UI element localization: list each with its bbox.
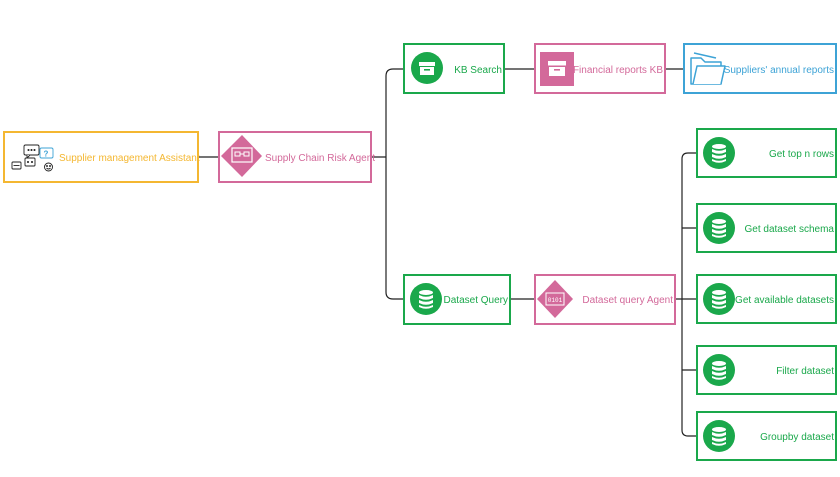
database-icon	[703, 420, 735, 452]
node-label: Get dataset schema	[745, 224, 835, 235]
node-label: Get available datasets	[735, 295, 834, 306]
connectors	[198, 68, 697, 437]
node-label: Dataset query Agent	[582, 295, 673, 306]
svg-text:?: ?	[44, 150, 49, 159]
node-kb-search[interactable]: KB Search	[403, 43, 505, 94]
chat-group-icon: ?	[11, 144, 54, 172]
node-dataset-query[interactable]: Dataset Query	[403, 274, 511, 325]
node-label: Get top n rows	[769, 149, 834, 160]
archive-box-icon	[411, 52, 443, 84]
database-icon	[410, 283, 442, 315]
node-filter-dataset[interactable]: Filter dataset	[696, 345, 837, 395]
node-label: Dataset Query	[444, 295, 508, 306]
database-icon	[703, 354, 735, 386]
database-icon	[703, 212, 735, 244]
node-label: KB Search	[454, 65, 502, 76]
node-get-top-n-rows[interactable]: Get top n rows	[696, 128, 837, 178]
svg-text:0101: 0101	[548, 297, 563, 304]
database-icon	[703, 283, 735, 315]
node-label: Supply Chain Risk Agent	[265, 153, 375, 164]
node-get-available-datasets[interactable]: Get available datasets	[696, 274, 837, 324]
database-icon	[703, 137, 735, 169]
node-supply-chain-risk-agent[interactable]: Supply Chain Risk Agent	[218, 131, 375, 183]
node-groupby-dataset[interactable]: Groupby dataset	[696, 411, 837, 461]
connector-supply-agent-branch	[371, 68, 404, 300]
node-label: Groupby dataset	[760, 432, 834, 443]
node-label: Supplier management Assistant	[59, 153, 200, 164]
archive-box-icon	[540, 52, 574, 86]
node-supplier-management-assistant[interactable]: ? Supplier management Assistant	[3, 131, 200, 183]
node-dataset-query-agent[interactable]: 0101 Dataset query Agent	[534, 274, 676, 325]
node-get-dataset-schema[interactable]: Get dataset schema	[696, 203, 837, 253]
node-label: Filter dataset	[776, 366, 834, 377]
node-label: Financial reports KB	[573, 65, 663, 76]
agent-link-icon	[221, 135, 262, 177]
folder-icon	[690, 52, 726, 85]
node-financial-reports-kb[interactable]: Financial reports KB	[534, 43, 666, 94]
node-label: Suppliers' annual reports	[724, 65, 834, 76]
connector-dataset-agent-branch	[675, 152, 697, 437]
node-suppliers-annual-reports[interactable]: Suppliers' annual reports	[683, 43, 837, 94]
agent-binary-icon: 0101	[537, 280, 573, 318]
